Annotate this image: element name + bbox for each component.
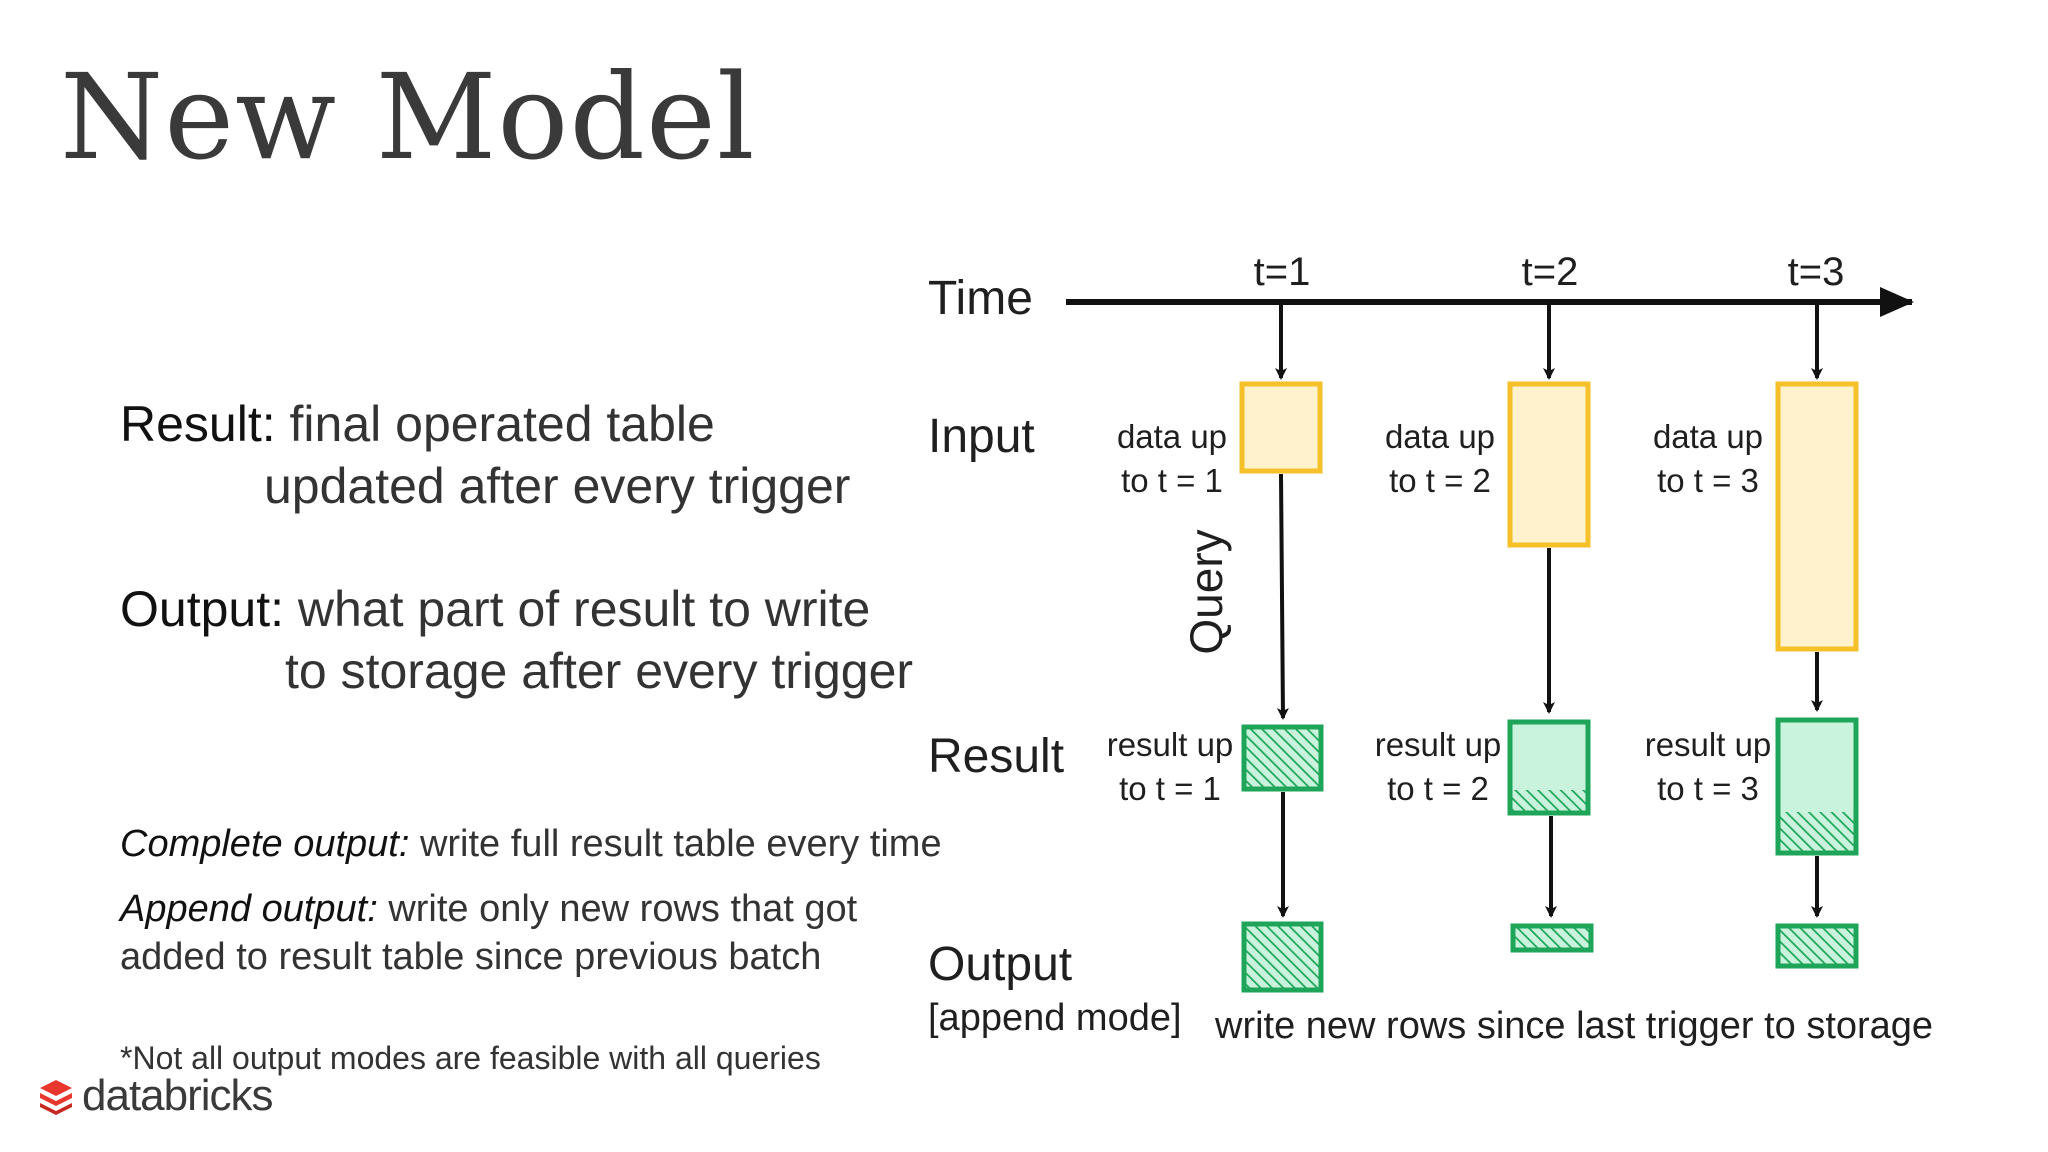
input-text-t1-line1: data up — [1117, 418, 1227, 455]
complete-output-term: Complete output: — [120, 823, 410, 865]
result-definition: Result: final operated table updated aft… — [120, 393, 850, 517]
complete-output-text: write full result table every time — [409, 823, 942, 865]
output-definition-line2: to storage after every trigger — [285, 643, 914, 699]
input-text-t3-line2: to t = 3 — [1657, 462, 1759, 499]
row-label-result: Result — [928, 730, 1064, 783]
databricks-logo: databricks — [36, 1071, 274, 1120]
slide-title: New Model — [60, 48, 756, 186]
input-text-t2-line2: to t = 2 — [1389, 462, 1491, 499]
output-definition: Output: what part of result to write to … — [120, 578, 913, 702]
result-text-t3-line1: result up — [1645, 726, 1772, 763]
row-label-output-mode: [append mode] — [928, 997, 1182, 1039]
result-term: Result: — [120, 396, 276, 452]
input-text-t1-line2: to t = 1 — [1121, 462, 1223, 499]
result-text-t3-line2: to t = 3 — [1657, 770, 1759, 807]
query-label: Query — [1180, 529, 1232, 654]
append-output-text2: added to result table since previous bat… — [120, 936, 822, 978]
input-text-t3-line1: data up — [1653, 418, 1763, 455]
row-label-input: Input — [928, 410, 1035, 463]
output-box-t1 — [1241, 921, 1324, 993]
complete-output-mode: Complete output: write full result table… — [120, 820, 942, 868]
row-label-output: Output — [928, 938, 1072, 991]
trigger-1: t=1 data up to t = 1 result up to t = 1 — [1107, 250, 1324, 993]
result-definition-line1: final operated table — [275, 396, 715, 452]
databricks-stack-icon — [40, 1080, 72, 1115]
output-caption: write new rows since last trigger to sto… — [1214, 1005, 1933, 1047]
trigger-3: t=3 data up to t = 3 result up to t = 3 — [1645, 250, 1859, 969]
query-arrow-t1 — [1276, 473, 1289, 720]
tick-label-t2: t=2 — [1522, 250, 1579, 294]
output-definition-line1: what part of result to write — [284, 581, 871, 637]
output-term: Output: — [120, 581, 284, 637]
result-text-t2-line2: to t = 2 — [1387, 770, 1489, 807]
result-text-t1-line1: result up — [1107, 726, 1234, 763]
output-box-t2 — [1510, 923, 1594, 953]
tick-label-t1: t=1 — [1254, 250, 1311, 294]
brand-name: databricks — [82, 1071, 274, 1120]
result-new-rows-t3 — [1780, 812, 1854, 851]
trigger-2: t=2 data up to t = 2 result up to t = 2 — [1375, 250, 1594, 953]
result-text-t1-line2: to t = 1 — [1119, 770, 1221, 807]
result-definition-line2: updated after every trigger — [264, 458, 851, 514]
tick-label-t3: t=3 — [1788, 250, 1845, 294]
input-box-t2 — [1507, 381, 1591, 548]
result-box-t1 — [1241, 724, 1324, 792]
row-label-time: Time — [928, 272, 1033, 325]
append-output-text1: write only new rows that got — [377, 888, 858, 930]
footnote: *Not all output modes are feasible with … — [120, 1040, 821, 1076]
input-box-t1 — [1239, 381, 1323, 474]
append-output-term: Append output: — [120, 888, 378, 930]
result-text-t2-line1: result up — [1375, 726, 1502, 763]
append-output-mode: Append output: write only new rows that … — [120, 885, 857, 981]
output-box-t3 — [1775, 923, 1859, 969]
input-text-t2-line1: data up — [1385, 418, 1495, 455]
input-box-t3 — [1775, 381, 1859, 652]
result-new-rows-t2 — [1512, 790, 1586, 811]
